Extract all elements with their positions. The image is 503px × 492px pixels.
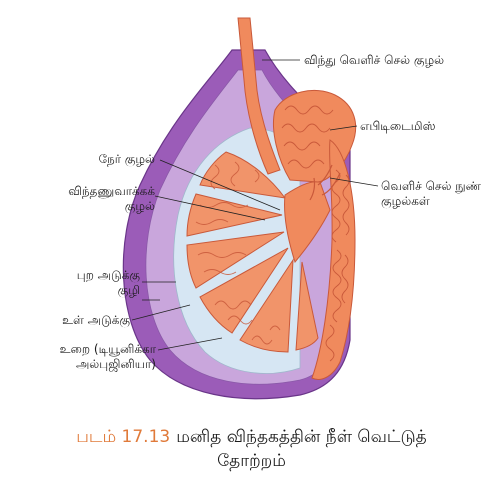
label-seminiferous-tubule-line2: குழல் — [124, 199, 155, 213]
rete-testis — [284, 181, 331, 264]
label-tunica: உறை (டியூனிக்கா அல்புஜினியா) — [60, 342, 156, 372]
label-seminiferous-tubule-line1: விந்தணுவாக்கக் — [68, 184, 155, 198]
label-tunica-line2: அல்புஜினியா) — [75, 357, 156, 371]
label-epididymis: எபிடிடைமிஸ் — [360, 119, 436, 133]
label-tubulus-rectus: நேர் குழல் — [98, 152, 155, 166]
label-tunica-line1: உறை (டியூனிக்கா — [59, 342, 156, 356]
epididymis-body — [311, 139, 356, 380]
efferent-ductules — [309, 164, 341, 201]
label-efferent-ductules-line2: குழல்கள் — [381, 194, 430, 208]
label-outer-cavity: புற அடுக்கு குழி — [77, 268, 140, 298]
lobule-4 — [199, 247, 289, 334]
epididymis — [272, 89, 357, 380]
caption-line2: தோற்றம் — [217, 451, 286, 471]
label-seminiferous-tubule: விந்தணுவாக்கக் குழல் — [68, 184, 155, 214]
seminiferous-tubules — [186, 151, 319, 353]
label-vas-deferens: விந்து வெளிச் செல் குழல் — [304, 53, 445, 67]
lobule-2 — [186, 193, 283, 237]
label-inner-layer: உள் அடுக்கு — [62, 313, 130, 327]
caption-figure-number: படம் 17.13 — [76, 427, 171, 447]
epididymis-coils — [281, 105, 350, 362]
label-outer-cavity-line1: புற அடுக்கு — [76, 268, 140, 282]
label-efferent-ductules-line1: வெளிச் செல் நுண் — [381, 179, 481, 193]
caption-title: மனித விந்தகத்தின் நீள் வெட்டுத் — [176, 427, 427, 447]
vas-deferens — [237, 17, 281, 175]
leader-lines — [131, 59, 379, 351]
lobule-3 — [186, 231, 285, 289]
lobule-6 — [295, 261, 319, 351]
label-outer-cavity-line2: குழி — [117, 283, 140, 297]
label-efferent-ductules: வெளிச் செல் நுண் குழல்கள் — [381, 179, 481, 209]
